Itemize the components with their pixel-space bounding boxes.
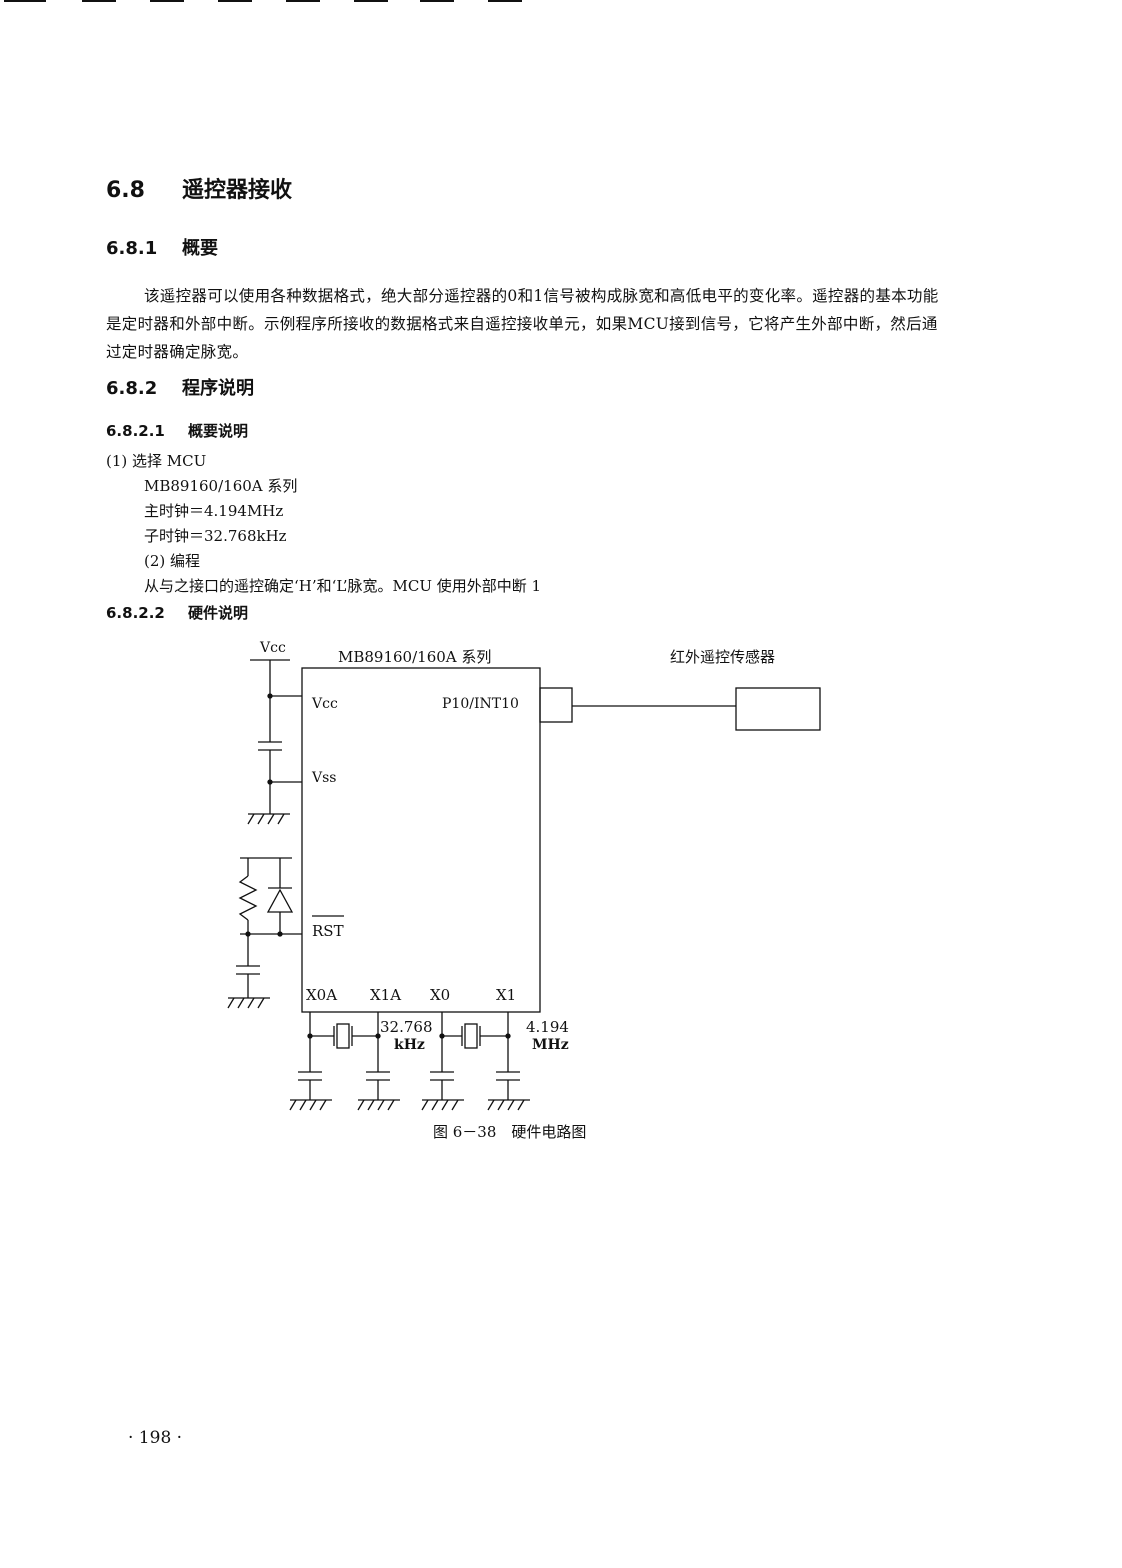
- summary-number: 6.8.2.1: [106, 422, 165, 440]
- crystal-main-value: 4.194: [526, 1018, 569, 1036]
- program-heading: 6.8.2 程序说明: [106, 374, 254, 400]
- ir-sensor-box: [735, 687, 821, 731]
- ground-icon: [357, 1099, 400, 1111]
- pin-rst: RST: [312, 922, 344, 940]
- resistor-icon: [238, 875, 258, 921]
- load-capacitor: [298, 1071, 322, 1100]
- pin-port: P10/INT10: [442, 696, 519, 712]
- summary-line: (1) 选择 MCU: [106, 452, 207, 470]
- junction-dot: [505, 1033, 511, 1039]
- mcu-title: MB89160/160A 系列: [338, 648, 491, 666]
- circuit-diagram: MB89160/160A 系列 Vcc Vcc Vss RST P10/INT1…: [220, 632, 840, 1126]
- summary-line: MB89160/160A 系列: [144, 477, 298, 495]
- load-capacitor: [430, 1071, 454, 1100]
- junction-dot: [277, 931, 283, 937]
- program-title: 程序说明: [182, 378, 254, 399]
- ground-icon: [227, 997, 270, 1009]
- pin-vss: Vss: [311, 770, 336, 786]
- summary-line: 从与之接口的遥控确定‘H’和‘L’脉宽。MCU 使用外部中断 1: [144, 577, 542, 595]
- vcc-top-label: Vcc: [259, 640, 286, 656]
- pin-x1: X1: [496, 986, 516, 1004]
- junction-dot: [267, 779, 273, 785]
- program-number: 6.8.2: [106, 378, 158, 399]
- junction-dot: [439, 1033, 445, 1039]
- top-rule: [488, 0, 522, 2]
- figure-caption: 图 6－38 硬件电路图: [433, 1123, 587, 1141]
- crystal-sub-unit: kHz: [394, 1037, 425, 1053]
- sensor-title: 红外遥控传感器: [670, 648, 775, 666]
- section-heading: 6.8 遥控器接收: [106, 172, 292, 204]
- overview-paragraph: 该遥控器可以使用各种数据格式，绝大部分遥控器的0和1信号被构成脉宽和高低电平的变…: [106, 287, 939, 361]
- ground-icon: [421, 1099, 464, 1111]
- load-capacitor: [496, 1071, 520, 1100]
- ground-icon: [289, 1099, 332, 1111]
- circuit-svg: MB89160/160A 系列 Vcc Vcc Vss RST P10/INT1…: [227, 640, 821, 1111]
- port-stub: [539, 687, 573, 723]
- crystal-sub-value: 32.768: [380, 1018, 433, 1036]
- summary-line: 子时钟＝32.768kHz: [144, 527, 287, 545]
- pin-x0: X0: [430, 986, 450, 1004]
- load-capacitor: [366, 1071, 390, 1100]
- overview-heading: 6.8.1 概要: [106, 234, 218, 260]
- ground-icon: [247, 813, 290, 825]
- ground-icon: [487, 1099, 530, 1111]
- section-number: 6.8: [106, 178, 145, 203]
- hardware-number: 6.8.2.2: [106, 604, 165, 622]
- crystal-sub-icon: [336, 1023, 350, 1049]
- pin-x1a: X1A: [370, 986, 401, 1004]
- crystal-main-icon: [464, 1023, 478, 1049]
- overview-number: 6.8.1: [106, 238, 158, 259]
- top-rule: [82, 0, 116, 2]
- summary-heading: 6.8.2.1 概要说明: [106, 420, 248, 441]
- hardware-heading: 6.8.2.2 硬件说明: [106, 602, 248, 623]
- mcu-box: [301, 667, 541, 1013]
- summary-line: (2) 编程: [144, 552, 201, 570]
- junction-dot: [307, 1033, 313, 1039]
- top-rule: [286, 0, 320, 2]
- pin-vcc: Vcc: [311, 696, 338, 712]
- diode-icon: [266, 887, 294, 913]
- overview-title: 概要: [182, 238, 218, 259]
- pin-x0a: X0A: [306, 986, 337, 1004]
- top-rule: [354, 0, 388, 2]
- summary-title: 概要说明: [188, 422, 249, 440]
- top-rule: [4, 0, 46, 2]
- junction-dot: [267, 693, 273, 699]
- top-rule: [150, 0, 184, 2]
- top-rule: [218, 0, 252, 2]
- summary-line: 主时钟＝4.194MHz: [144, 502, 284, 520]
- hardware-title: 硬件说明: [188, 604, 249, 622]
- top-rule: [420, 0, 454, 2]
- page-number: · 198 ·: [128, 1428, 183, 1448]
- section-title: 遥控器接收: [182, 178, 293, 203]
- crystal-main-unit: MHz: [532, 1037, 569, 1053]
- junction-dot: [375, 1033, 381, 1039]
